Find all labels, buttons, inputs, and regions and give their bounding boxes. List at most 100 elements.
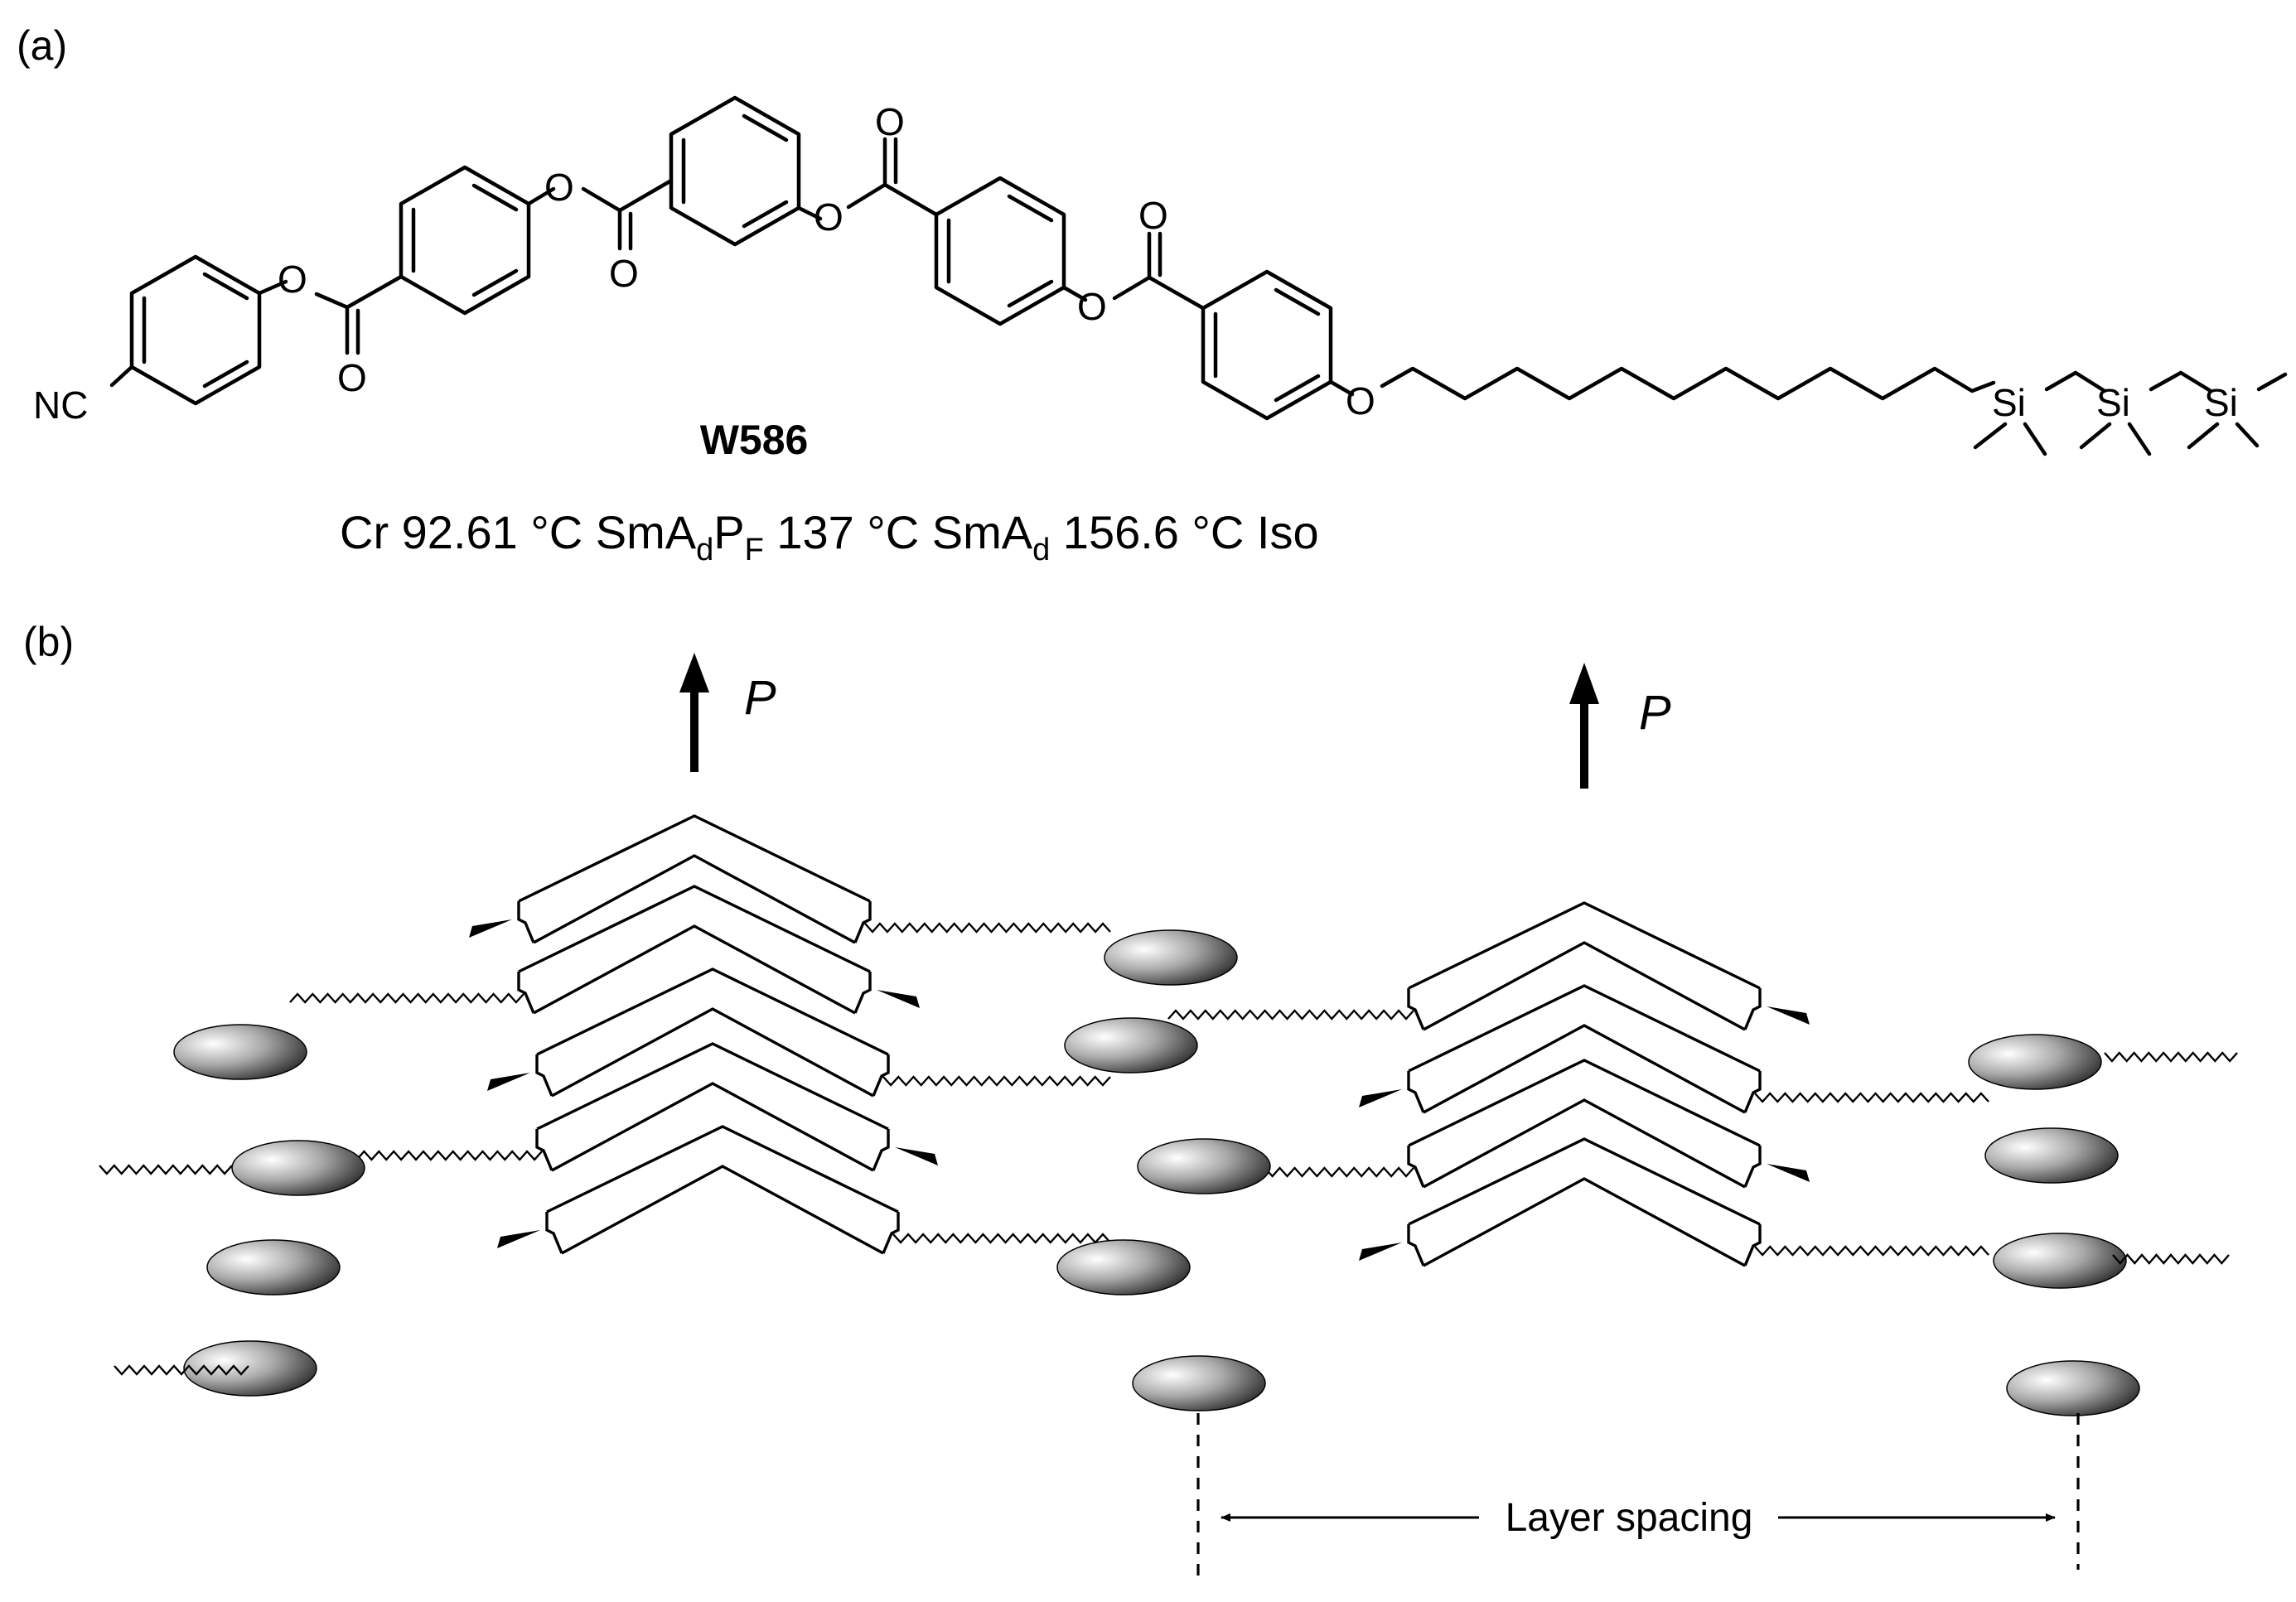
nitrile-wedge [487, 1073, 530, 1091]
bent-core-cap-right [1743, 1146, 1762, 1188]
bent-core-cap-right [1743, 1224, 1762, 1267]
phase-text: Cr 92.61 °C SmA [340, 506, 697, 558]
alkyl-tail [1754, 1245, 1989, 1257]
bent-core-inner [551, 1082, 874, 1172]
siloxane-blob [1056, 1239, 1191, 1296]
alkyl-tail [114, 1364, 249, 1376]
molecule-stack-right [1167, 901, 1989, 1267]
bent-core-outer [1408, 1137, 1761, 1226]
bent-core-outer [546, 1125, 899, 1214]
bent-core-outer [536, 967, 889, 1056]
oxygen-label: O [1138, 194, 1168, 237]
siloxane-blob [183, 1340, 317, 1397]
bent-core-outer [518, 885, 871, 973]
alkyl-tail [1754, 1092, 1989, 1103]
nitrile-wedge [1767, 1164, 1810, 1182]
bent-core-cap-left [517, 901, 535, 943]
bent-core-cap-right [1743, 1071, 1762, 1113]
nitrile-wedge [469, 919, 512, 938]
polarization-arrow-left [679, 653, 709, 772]
phase-text: 156.6 °C Iso [1050, 506, 1318, 558]
bent-core-cap-right [1743, 988, 1762, 1030]
siloxane-blob [1064, 1017, 1198, 1074]
bent-core-inner [561, 1165, 884, 1255]
alkyl-tail [882, 1075, 1111, 1087]
phase-text: 137 °C SmA [764, 506, 1033, 558]
bent-core-cap-left [535, 1054, 553, 1097]
siloxane-blob [173, 1024, 307, 1080]
siloxane-blob [1984, 1127, 2119, 1184]
nitrile-label: NC [33, 384, 88, 427]
bent-core-cap-right [882, 1212, 900, 1254]
phase-subscript: d [1032, 533, 1050, 567]
layer-spacing-label: Layer spacing [1506, 1496, 1753, 1540]
bent-core-outer [518, 814, 871, 903]
molecule-stack-left [289, 814, 1111, 1255]
nitrile-wedge [895, 1147, 938, 1165]
nitrile-wedge [497, 1230, 540, 1248]
bent-core-cap-left [545, 1212, 563, 1254]
phase-subscript: F [745, 533, 764, 567]
bent-core-outer [1408, 984, 1761, 1073]
alkyl-tail [99, 1164, 233, 1175]
siloxane-blob [1968, 1034, 2102, 1090]
bent-core-inner [533, 854, 856, 944]
siloxane-blobs [99, 929, 2238, 1416]
panel-label-b: (b) [23, 619, 74, 665]
bent-core-inner [1423, 1024, 1746, 1114]
siloxane-blob [231, 1140, 365, 1196]
benzene-ring-5 [1201, 269, 1333, 421]
oxygen-label: O [814, 195, 843, 239]
oxygen-label: O [337, 356, 367, 399]
benzene-ring-1 [129, 254, 262, 406]
alkyl-tail [1167, 1009, 1414, 1021]
bent-core-cap-left [1407, 988, 1425, 1030]
siloxane-blob [2006, 1360, 2140, 1416]
bent-core-cap-left [535, 1129, 553, 1171]
oxygen-label: O [544, 166, 574, 209]
benzene-ring-2 [399, 165, 531, 316]
alkyl-chain [1380, 366, 1996, 401]
bent-core-inner [1423, 1098, 1746, 1189]
siloxane-blob [1993, 1233, 2127, 1289]
bent-core-cap-right [872, 1129, 890, 1171]
oxygen-label: O [875, 100, 905, 143]
chemical-structure: NC O O O O O [33, 95, 2288, 456]
bent-core-cap-left [1407, 1071, 1425, 1113]
alkyl-tail [864, 922, 1111, 934]
bent-core-cap-left [1407, 1224, 1425, 1267]
bent-core-inner [1423, 1177, 1746, 1267]
bent-core-cap-right [853, 972, 872, 1014]
alkyl-tail [289, 992, 524, 1004]
phase-sequence: Cr 92.61 °C SmAdPF 137 °C SmAd 156.6 °C … [340, 506, 1319, 567]
oxygen-label: O [278, 258, 307, 301]
panel-label-a: (a) [17, 22, 67, 69]
benzene-ring-3 [669, 95, 801, 247]
siloxane-blob [206, 1239, 341, 1296]
nitrile-wedge [1359, 1089, 1402, 1107]
nitrile-wedge [877, 990, 920, 1008]
polarization-label-left: P [744, 671, 776, 725]
silicon-label: Si [1992, 381, 2026, 424]
bent-core-outer [1408, 901, 1761, 990]
polarization-label-right: P [1639, 686, 1671, 740]
alkyl-tail [892, 1233, 1111, 1244]
bent-core-cap-right [853, 901, 872, 943]
polarization-arrow-right [1569, 663, 1599, 789]
bent-core-outer [536, 1042, 889, 1131]
bent-core-cap-right [872, 1054, 890, 1097]
oxygen-label: O [1077, 285, 1107, 328]
phase-text: P [713, 506, 744, 558]
alkyl-tail [2104, 1051, 2238, 1063]
bent-core-inner [1423, 941, 1746, 1031]
phase-subscript: d [696, 533, 713, 567]
silicon-label: Si [2204, 381, 2238, 424]
bent-core-inner [551, 1007, 874, 1098]
oxygen-label: O [1346, 379, 1375, 422]
bent-core-inner [533, 924, 856, 1015]
nitrile-wedge [1767, 1006, 1810, 1025]
siloxane-blob [1132, 1355, 1266, 1411]
compound-name: W586 [700, 417, 809, 463]
